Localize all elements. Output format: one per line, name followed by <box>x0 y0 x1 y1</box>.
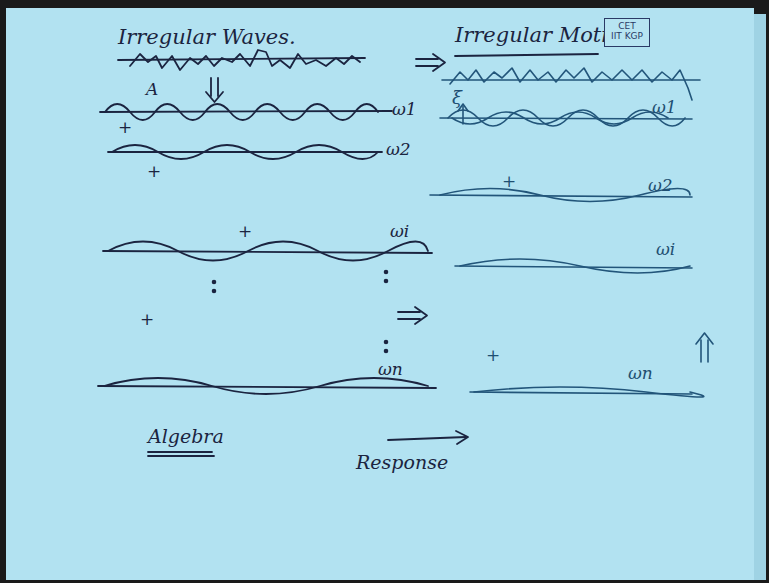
frequency-label: ωn <box>378 360 403 379</box>
section-label: Response <box>356 452 448 473</box>
plus-sign: + <box>118 118 132 137</box>
plus-sign: + <box>486 346 500 365</box>
plus-sign: + <box>502 172 516 191</box>
plus-sign: + <box>147 162 161 181</box>
plus-sign: + <box>238 222 252 241</box>
plus-sign: + <box>140 310 154 329</box>
frequency-label: ωi <box>390 222 409 241</box>
frequency-label: ω2 <box>648 176 673 195</box>
frequency-label: ω1 <box>652 98 677 117</box>
frequency-label: ωi <box>656 240 675 259</box>
frequency-label: ω1 <box>392 100 417 119</box>
column-heading: Irregular Waves. <box>118 26 296 49</box>
logo-text: IIT KGP <box>609 31 645 41</box>
response-label: ξ <box>452 88 462 108</box>
frequency-label: ωn <box>628 364 653 383</box>
frequency-label: ω2 <box>386 140 411 159</box>
amplitude-label: A <box>146 80 158 99</box>
logo-box: CETIIT KGP <box>604 18 650 47</box>
logo-text: CET <box>609 21 645 31</box>
section-label: Algebra <box>148 426 224 447</box>
